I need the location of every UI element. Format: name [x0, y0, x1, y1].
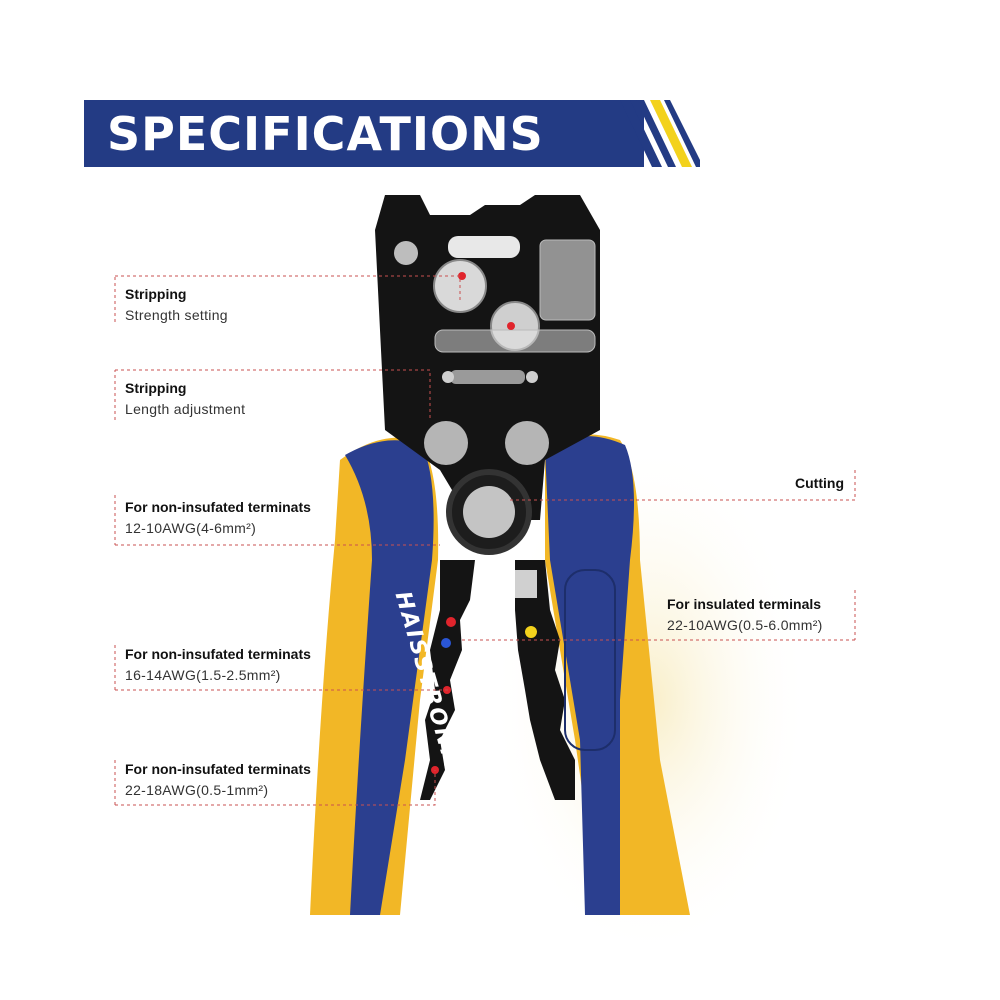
callout-insulated-terminals: For insulated terminals 22-10AWG(0.5-6.0…: [667, 594, 823, 636]
banner-stripes-decoration: [620, 100, 700, 167]
page-title: SPECIFICATIONS: [107, 107, 544, 161]
callout-detail: 22-10AWG(0.5-6.0mm²): [667, 617, 823, 633]
handle-scale-marks: [564, 569, 616, 751]
callout-detail: Strength setting: [125, 307, 228, 323]
callout-terminal-22-18awg: For non-insufated terminats 22-18AWG(0.5…: [125, 759, 311, 801]
callout-title: Cutting: [795, 475, 844, 491]
callout-title: Stripping: [125, 286, 187, 302]
red-marker-dot: [446, 617, 456, 627]
callout-detail: 12-10AWG(4-6mm²): [125, 520, 257, 536]
callout-title: For insulated terminals: [667, 596, 822, 612]
callout-strength-setting: Stripping Strength setting: [125, 284, 228, 326]
crimping-jaws: [420, 560, 575, 800]
callout-title: Stripping: [125, 380, 187, 396]
callout-title: For non-insufated terminats: [125, 499, 311, 515]
callout-detail: Length adjustment: [125, 401, 246, 417]
blue-marker-dot: [441, 638, 451, 648]
right-handle: [545, 434, 690, 915]
callout-terminal-16-14awg: For non-insufated terminats 16-14AWG(1.5…: [125, 644, 311, 686]
callout-detail: 16-14AWG(1.5-2.5mm²): [125, 667, 281, 683]
callout-detail: 22-18AWG(0.5-1mm²): [125, 782, 269, 798]
callout-terminal-12-10awg: For non-insufated terminats 12-10AWG(4-6…: [125, 497, 311, 539]
callout-title: For non-insufated terminats: [125, 761, 311, 777]
callout-title: For non-insufated terminats: [125, 646, 311, 662]
callout-cutting: Cutting: [795, 473, 844, 494]
left-handle: [310, 437, 439, 915]
callout-length-adjustment: Stripping Length adjustment: [125, 378, 245, 420]
callout-leaders: [114, 275, 856, 806]
yellow-marker-dot: [525, 626, 537, 638]
specifications-banner: [84, 100, 644, 167]
